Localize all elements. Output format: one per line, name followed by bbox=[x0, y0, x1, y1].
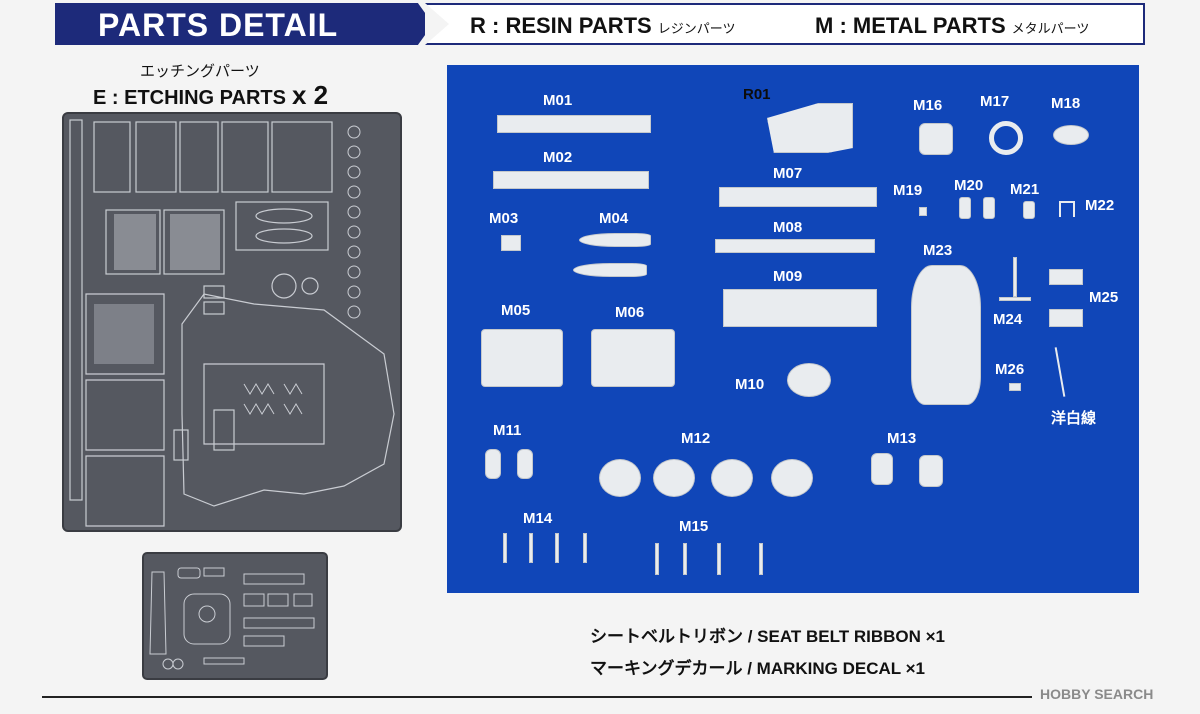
label-m04: M04 bbox=[599, 210, 629, 227]
label-m07: M07 bbox=[773, 165, 803, 182]
resin-parts-label: R : RESIN PARTS bbox=[470, 13, 652, 38]
label-m10: M10 bbox=[735, 376, 765, 393]
part-m12-c bbox=[711, 459, 753, 497]
header-banner-right bbox=[425, 3, 1145, 45]
part-m08 bbox=[715, 239, 875, 253]
page-title: PARTS DETAIL bbox=[98, 7, 339, 43]
metal-parts-kana: メタルパーツ bbox=[1011, 21, 1090, 36]
part-m05 bbox=[481, 329, 563, 387]
part-m12-b bbox=[653, 459, 695, 497]
part-m03 bbox=[501, 235, 521, 251]
metal-parts-label: M : METAL PARTS bbox=[815, 13, 1006, 38]
part-wire bbox=[1054, 347, 1066, 397]
label-m14: M14 bbox=[523, 510, 553, 527]
header-banner-left bbox=[55, 3, 433, 45]
metal-parts-legend: M : METAL PARTS メタルパーツ bbox=[815, 13, 1089, 39]
label-m16: M16 bbox=[913, 97, 943, 114]
label-m09: M09 bbox=[773, 268, 803, 285]
part-m12-a bbox=[599, 459, 641, 497]
part-m18 bbox=[1053, 125, 1089, 145]
part-m10 bbox=[787, 363, 831, 397]
label-wire: 洋白線 bbox=[1051, 410, 1097, 427]
part-m09 bbox=[723, 289, 877, 327]
part-m15-b bbox=[683, 543, 687, 575]
bottom-rule bbox=[42, 696, 1032, 698]
metal-resin-parts-photo: M01 M02 R01 M16 M17 M18 M03 M04 M07 M08 … bbox=[447, 65, 1139, 593]
part-m24-shaft bbox=[1013, 257, 1017, 297]
part-m24-base bbox=[999, 297, 1031, 301]
label-m08: M08 bbox=[773, 219, 803, 236]
part-m21 bbox=[1023, 201, 1035, 219]
part-m07 bbox=[719, 187, 877, 207]
label-m18: M18 bbox=[1051, 95, 1081, 112]
etching-kana: エッチングパーツ bbox=[140, 63, 260, 80]
etching-sheet-small-art bbox=[149, 567, 315, 670]
label-m15: M15 bbox=[679, 518, 709, 535]
label-m24: M24 bbox=[993, 311, 1023, 328]
part-m16 bbox=[919, 123, 953, 155]
seat-belt-ribbon-text: シートベルトリボン / SEAT BELT RIBBON ×1 bbox=[590, 627, 945, 646]
part-m06 bbox=[591, 329, 675, 387]
part-m22 bbox=[1059, 201, 1075, 217]
label-m01: M01 bbox=[543, 92, 573, 109]
part-m20-a bbox=[959, 197, 971, 219]
label-m11: M11 bbox=[493, 422, 522, 439]
label-m02: M02 bbox=[543, 149, 573, 166]
label-r01: R01 bbox=[743, 86, 771, 103]
part-m14-a bbox=[503, 533, 507, 563]
part-m15-a bbox=[655, 543, 659, 575]
part-m02 bbox=[493, 171, 649, 189]
etching-count: x 2 bbox=[291, 80, 329, 110]
part-m13-b bbox=[919, 455, 943, 487]
part-r01 bbox=[767, 103, 853, 153]
label-m21: M21 bbox=[1010, 181, 1040, 198]
part-m11-a bbox=[485, 449, 501, 479]
resin-parts-legend: R : RESIN PARTS レジンパーツ bbox=[470, 13, 735, 39]
label-m12: M12 bbox=[681, 430, 711, 447]
label-m23: M23 bbox=[923, 242, 953, 259]
etching-sheet-main-art bbox=[69, 119, 395, 527]
marking-decal-text: マーキングデカール / MARKING DECAL ×1 bbox=[590, 659, 925, 678]
label-m20: M20 bbox=[954, 177, 984, 194]
label-m25: M25 bbox=[1089, 289, 1119, 306]
part-m25-b bbox=[1049, 309, 1083, 327]
part-m14-b bbox=[529, 533, 533, 563]
part-m11-b bbox=[517, 449, 533, 479]
label-m26: M26 bbox=[995, 361, 1025, 378]
etching-label: E : ETCHING PARTS bbox=[93, 87, 286, 109]
label-m19: M19 bbox=[893, 182, 923, 199]
part-m19 bbox=[919, 207, 927, 216]
label-m05: M05 bbox=[501, 302, 531, 319]
part-m14-d bbox=[583, 533, 587, 563]
part-m13-a bbox=[871, 453, 893, 485]
label-m17: M17 bbox=[980, 93, 1010, 110]
part-m15-c bbox=[717, 543, 721, 575]
label-m06: M06 bbox=[615, 304, 645, 321]
part-m15-d bbox=[759, 543, 763, 575]
part-m04-b bbox=[573, 263, 647, 277]
resin-parts-kana: レジンパーツ bbox=[657, 21, 736, 36]
label-m13: M13 bbox=[887, 430, 917, 447]
part-m25-a bbox=[1049, 269, 1083, 285]
etching-sheet-small bbox=[142, 552, 328, 680]
part-m01 bbox=[497, 115, 651, 133]
watermark-logo: HOBBY SEARCH bbox=[1040, 686, 1154, 702]
part-m14-c bbox=[555, 533, 559, 563]
label-m03: M03 bbox=[489, 210, 519, 227]
etching-sheet-main bbox=[62, 112, 402, 532]
part-m17 bbox=[989, 121, 1023, 155]
part-m04-a bbox=[579, 233, 651, 247]
part-m20-b bbox=[983, 197, 995, 219]
part-m26 bbox=[1009, 383, 1021, 391]
part-m23 bbox=[911, 265, 981, 405]
part-m12-d bbox=[771, 459, 813, 497]
label-m22: M22 bbox=[1085, 197, 1115, 214]
